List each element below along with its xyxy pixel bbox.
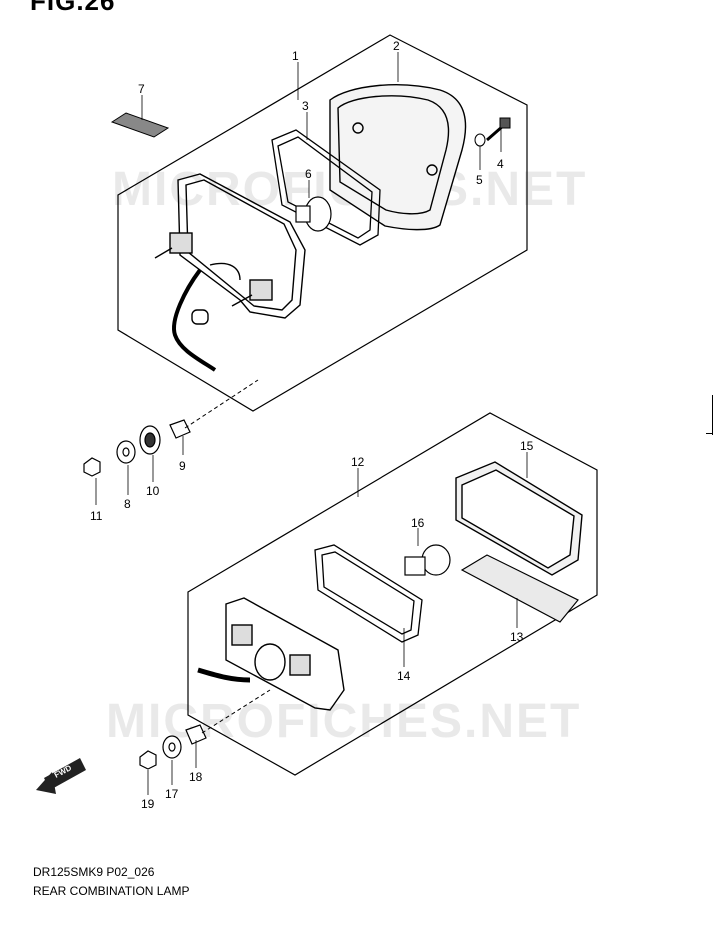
callout-leaders: [95, 52, 528, 795]
figure-title: FIG.26: [30, 0, 116, 16]
leader-hardware-upper: [184, 379, 259, 429]
edge-tick-mark: [706, 433, 712, 434]
watermark-bottom: MICROFICHES.NET: [106, 695, 582, 748]
callout-3: 3: [302, 99, 309, 113]
bulb-part-lower: [404, 544, 451, 576]
reflector-plate-part: [460, 554, 579, 623]
callout-7: 7: [138, 82, 145, 96]
callout-19: 19: [141, 797, 155, 811]
callout-1: 1: [292, 49, 299, 63]
lower-socket-housing: [197, 597, 345, 711]
callout-8: 8: [124, 497, 131, 511]
callout-18: 18: [189, 770, 203, 784]
lower-assembly-frame: [187, 412, 598, 776]
callout-16: 16: [411, 516, 425, 530]
lower-hardware: [139, 724, 207, 770]
callout-14: 14: [397, 669, 411, 683]
housing-part: [329, 84, 467, 231]
callout-5: 5: [476, 173, 483, 187]
callout-10: 10: [146, 484, 160, 498]
lens-cover-part: [455, 461, 583, 576]
washer-part-5: [474, 133, 486, 147]
gasket-part-lower: [314, 544, 423, 643]
callout-11: 11: [90, 509, 103, 523]
upper-hardware: [83, 419, 191, 477]
leader-hardware-lower: [201, 689, 271, 734]
screw-part: [486, 117, 511, 142]
callout-6: 6: [305, 167, 312, 181]
pad-part: [110, 112, 170, 138]
callout-9: 9: [179, 459, 186, 473]
edge-tick-upper: [712, 395, 713, 435]
callout-15: 15: [520, 439, 534, 453]
callout-13: 13: [510, 630, 524, 644]
gasket-part: [271, 129, 381, 246]
fwd-arrow-icon: [36, 758, 86, 794]
bulb-part-upper: [295, 196, 332, 232]
figure-name: REAR COMBINATION LAMP: [33, 884, 190, 898]
model-code: DR125SMK9 P02_026: [33, 865, 155, 879]
callout-2: 2: [393, 39, 400, 53]
callout-12: 12: [351, 455, 365, 469]
callout-17: 17: [165, 787, 179, 801]
upper-assembly-frame: [117, 34, 528, 412]
callout-4: 4: [497, 157, 504, 171]
socket-housing: [154, 173, 306, 372]
